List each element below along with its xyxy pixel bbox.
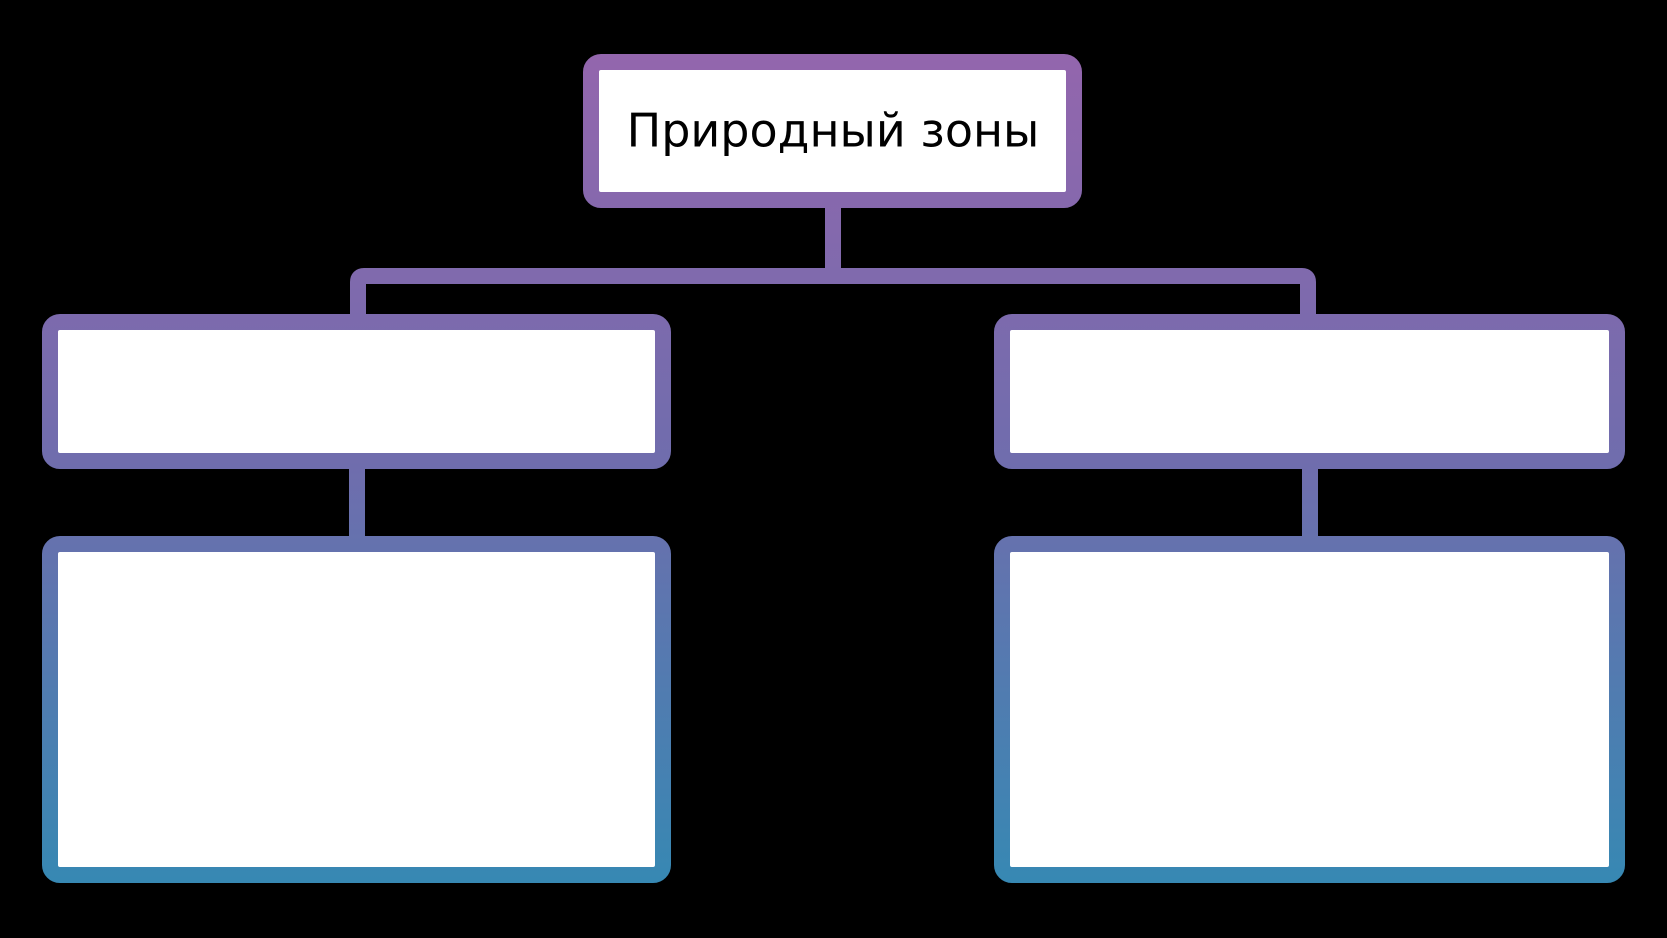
branch-bar-connector: [350, 268, 1316, 318]
connectors: [349, 206, 1318, 540]
right-header-box: [994, 314, 1625, 469]
right-body-box: [994, 536, 1625, 883]
left-body-box: [42, 536, 671, 883]
left-header-box: [42, 314, 671, 469]
root-node: Природный зоны: [583, 54, 1082, 208]
root-label: Природный зоны: [627, 104, 1040, 158]
right-branch: [994, 314, 1625, 883]
root-box: [583, 54, 1082, 208]
left-branch: [42, 314, 671, 883]
